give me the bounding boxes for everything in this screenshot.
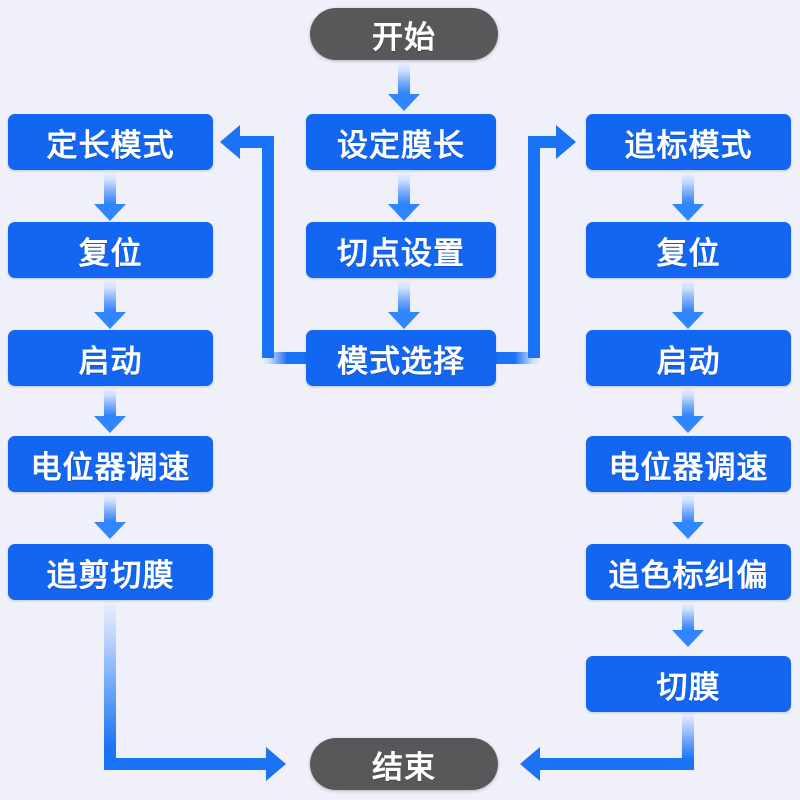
node-right-potentiometer-speed[interactable]: 电位器调速 — [586, 436, 791, 492]
connector-right-3-shaft — [682, 386, 694, 418]
node-left-start[interactable]: 启动 — [8, 330, 213, 386]
node-left-reset-label: 复位 — [78, 235, 143, 271]
node-color-mark-correction-label: 追色标纠偏 — [608, 557, 769, 593]
node-cut-film-label: 切膜 — [656, 669, 721, 705]
connector-right-4-arrowhead — [672, 522, 704, 539]
branch-right-horizontal-top — [528, 136, 560, 148]
node-set-film-length-label: 设定膜长 — [337, 127, 465, 163]
branch-left-vertical — [262, 142, 274, 358]
node-right-reset-label: 复位 — [656, 235, 721, 271]
terminal-start-label: 开始 — [372, 19, 436, 55]
connector-right-5-arrowhead — [672, 630, 704, 647]
connector-cutpoint-to-modeselect-shaft — [398, 278, 410, 314]
branch-right-arrowhead — [556, 125, 576, 159]
connector-left-3-arrowhead — [94, 416, 126, 433]
connector-left-1-arrowhead — [94, 204, 126, 221]
node-set-film-length[interactable]: 设定膜长 — [306, 114, 496, 170]
connector-setlength-to-cutpoint-shaft — [398, 170, 410, 206]
connector-left-4-arrowhead — [94, 522, 126, 539]
node-right-potentiometer-speed-label: 电位器调速 — [608, 449, 769, 485]
branch-left-horizontal-bottom — [262, 352, 318, 364]
connector-left-2-arrowhead — [94, 312, 126, 329]
terminal-end[interactable]: 结束 — [310, 738, 498, 790]
connector-left-1-shaft — [104, 170, 116, 206]
node-left-reset[interactable]: 复位 — [8, 222, 213, 278]
node-right-start[interactable]: 启动 — [586, 330, 791, 386]
connector-left-3-shaft — [104, 386, 116, 418]
node-right-reset[interactable]: 复位 — [586, 222, 791, 278]
node-mark-tracking-mode[interactable]: 追标模式 — [586, 114, 791, 170]
connector-left-4-shaft — [104, 492, 116, 524]
node-mark-tracking-mode-label: 追标模式 — [624, 127, 753, 163]
connector-setlength-to-cutpoint-arrowhead — [388, 204, 420, 221]
connector-start-to-setlength-arrowhead — [388, 94, 420, 111]
node-left-potentiometer-speed-label: 电位器调速 — [30, 449, 191, 485]
connector-cutpoint-to-modeselect-arrowhead — [388, 312, 420, 329]
node-chase-cut-film[interactable]: 追剪切膜 — [8, 544, 213, 600]
node-fixed-length-mode[interactable]: 定长模式 — [8, 114, 213, 170]
node-color-mark-correction[interactable]: 追色标纠偏 — [586, 544, 791, 600]
connector-right-2-arrowhead — [672, 312, 704, 329]
connector-left-to-end-arrowhead — [266, 747, 286, 781]
node-left-potentiometer-speed[interactable]: 电位器调速 — [8, 436, 213, 492]
branch-right-vertical — [528, 142, 540, 358]
connector-right-3-arrowhead — [672, 416, 704, 433]
connector-left-to-end-horizontal — [104, 758, 269, 770]
node-mode-selection-label: 模式选择 — [337, 343, 465, 379]
node-fixed-length-mode-label: 定长模式 — [46, 127, 175, 163]
connector-left-to-end-vertical — [104, 600, 116, 765]
connector-right-4-shaft — [682, 492, 694, 524]
connector-start-to-setlength-shaft — [398, 60, 410, 96]
node-chase-cut-film-label: 追剪切膜 — [46, 557, 175, 593]
connector-right-1-arrowhead — [672, 204, 704, 221]
branch-left-arrowhead — [220, 125, 240, 159]
node-right-start-label: 启动 — [656, 343, 721, 379]
terminal-start[interactable]: 开始 — [310, 8, 498, 60]
connector-right-to-end-horizontal — [540, 758, 694, 770]
branch-left-horizontal-top — [240, 136, 274, 148]
connector-right-to-end-vertical — [682, 712, 694, 765]
connector-right-5-shaft — [682, 600, 694, 632]
node-mode-selection[interactable]: 模式选择 — [306, 330, 496, 386]
branch-right-horizontal-bottom — [484, 352, 540, 364]
node-cut-point-setting-label: 切点设置 — [337, 235, 465, 271]
terminal-end-label: 结束 — [372, 749, 436, 785]
connector-right-to-end-arrowhead — [520, 747, 540, 781]
node-cut-film[interactable]: 切膜 — [586, 656, 791, 712]
node-cut-point-setting[interactable]: 切点设置 — [306, 222, 496, 278]
connector-left-2-shaft — [104, 278, 116, 314]
node-left-start-label: 启动 — [78, 343, 143, 379]
connector-right-1-shaft — [682, 170, 694, 206]
connector-right-2-shaft — [682, 278, 694, 314]
